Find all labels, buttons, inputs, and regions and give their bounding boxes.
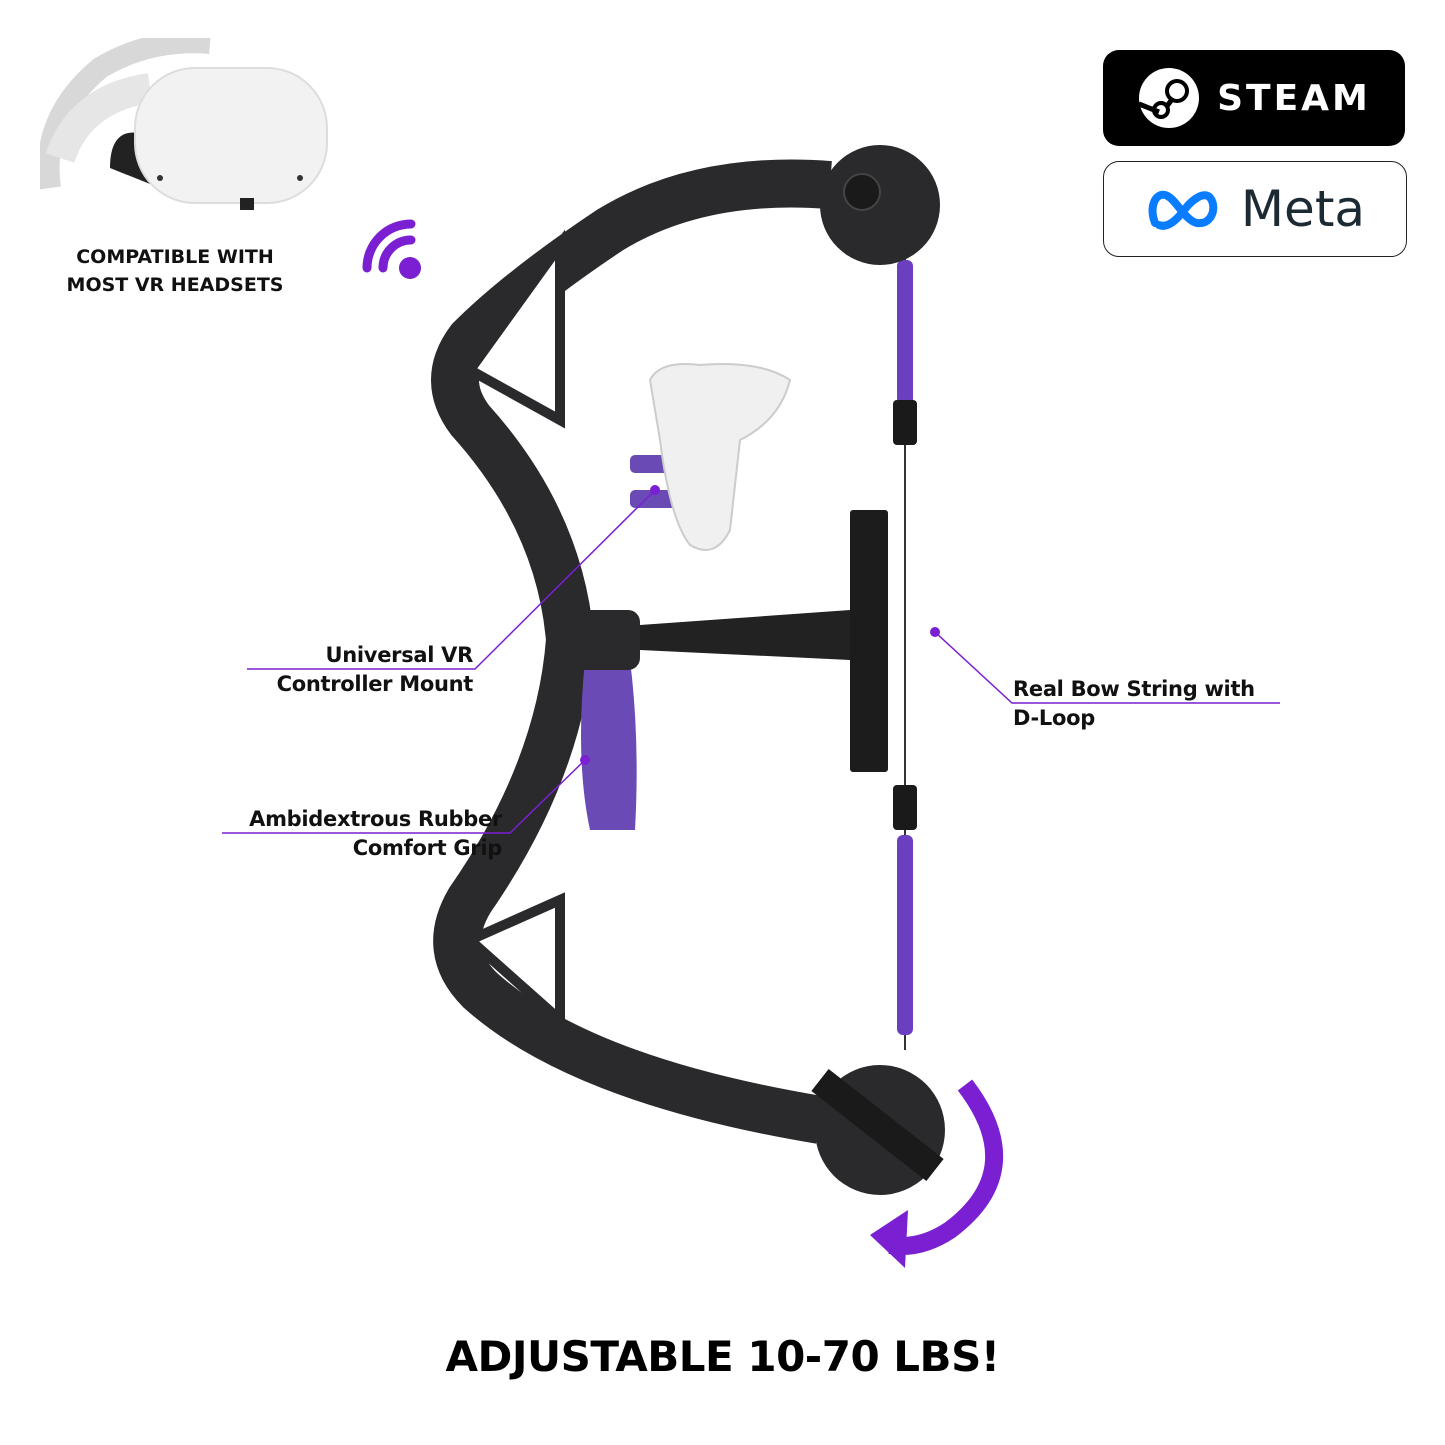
wireless-icon <box>362 219 421 279</box>
callout-line: Comfort Grip <box>352 836 503 860</box>
steam-label: STEAM <box>1217 77 1371 119</box>
meta-logo-icon <box>1148 190 1218 230</box>
callout-line: D-Loop <box>1013 706 1096 730</box>
caption-line: MOST VR HEADSETS <box>66 274 284 296</box>
grip-callout: Ambidextrous Rubber Comfort Grip <box>200 805 502 863</box>
callout-line: Controller Mount <box>276 672 474 696</box>
headset-compatibility-caption: COMPATIBLE WITH MOST VR HEADSETS <box>30 243 320 299</box>
bow-string-callout: Real Bow String with D-Loop <box>1013 675 1293 733</box>
callout-line: Ambidextrous Rubber <box>249 807 502 831</box>
caption-line: COMPATIBLE WITH <box>76 246 274 268</box>
meta-badge: Meta <box>1103 161 1407 257</box>
controller-mount-callout: Universal VR Controller Mount <box>247 641 474 699</box>
headline: ADJUSTABLE 10-70 LBS! <box>445 1332 1000 1381</box>
vr-headset-image <box>40 38 328 210</box>
callout-line: Real Bow String with <box>1013 677 1255 701</box>
callout-line: Universal VR <box>325 643 474 667</box>
steam-logo-icon <box>1138 68 1200 128</box>
steam-badge: STEAM <box>1103 50 1405 146</box>
meta-label: Meta <box>1240 180 1366 238</box>
